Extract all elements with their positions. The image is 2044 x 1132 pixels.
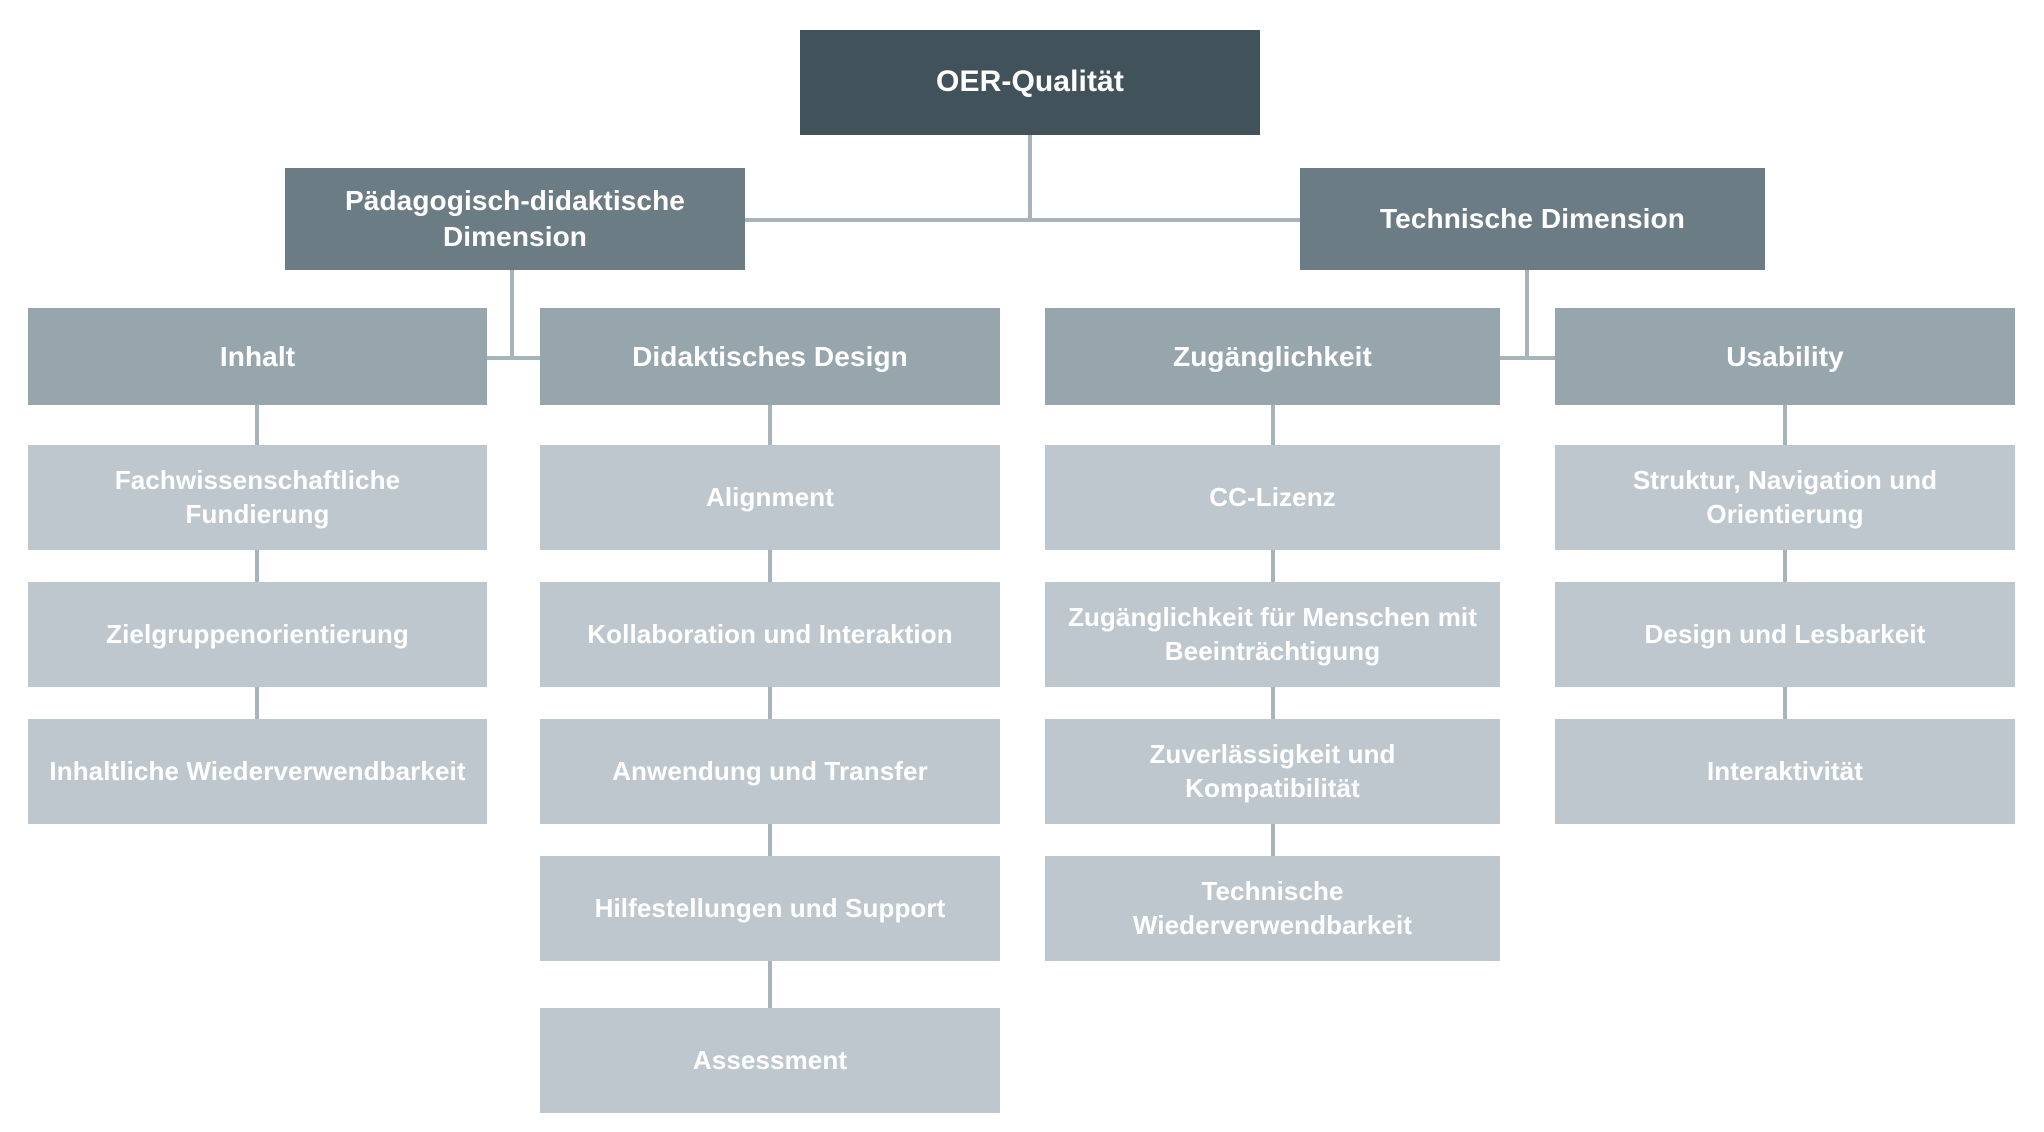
node-dimension-technisch[interactable]: Technische Dimension bbox=[1300, 168, 1765, 270]
node-root-oer-qualitaet[interactable]: OER-Qualität bbox=[800, 30, 1260, 135]
node-label: Zielgruppenorientierung bbox=[106, 618, 409, 649]
node-criterion-alignment[interactable]: Alignment bbox=[540, 445, 1000, 550]
node-category-usability[interactable]: Usability bbox=[1555, 308, 2015, 405]
node-criterion-kollaboration-und-interaktion[interactable]: Kollaboration und Interaktion bbox=[540, 582, 1000, 687]
node-label: Didaktisches Design bbox=[632, 340, 908, 372]
node-label: Interaktivität bbox=[1706, 755, 1863, 786]
connector-pedagogical-category-bar bbox=[487, 356, 543, 360]
node-criterion-inhaltliche-wiederverwendbarkeit[interactable]: Inhaltliche Wiederverwendbarkeit bbox=[28, 719, 487, 824]
node-label: Usability bbox=[1726, 340, 1844, 372]
node-criterion-anwendung-und-transfer[interactable]: Anwendung und Transfer bbox=[540, 719, 1000, 824]
node-label: CC-Lizenz bbox=[1209, 481, 1336, 512]
node-criterion-fachwissenschaftliche-fundierung[interactable]: Fachwissenschaftliche Fundierung bbox=[28, 445, 487, 550]
node-label: Assessment bbox=[692, 1044, 848, 1075]
node-criterion-cc-lizenz[interactable]: CC-Lizenz bbox=[1045, 445, 1500, 550]
node-criterion-zielgruppenorientierung[interactable]: Zielgruppenorientierung bbox=[28, 582, 487, 687]
node-label: Design und Lesbarkeit bbox=[1644, 618, 1926, 649]
node-label: Struktur, Navigation und Orientierung bbox=[1632, 465, 1938, 529]
node-label: Pädagogisch-didaktische Dimension bbox=[345, 185, 685, 252]
node-label: Hilfestellungen und Support bbox=[594, 892, 946, 923]
node-category-zugaenglichkeit[interactable]: Zugänglichkeit bbox=[1045, 308, 1500, 405]
node-criterion-interaktivitaet[interactable]: Interaktivität bbox=[1555, 719, 2015, 824]
node-criterion-zugaenglichkeit-fuer-menschen-mit-beeintraechtigung[interactable]: Zugänglichkeit für Menschen mit Beeinträ… bbox=[1045, 582, 1500, 687]
node-label: Zuverlässigkeit und Kompatibilität bbox=[1149, 739, 1396, 803]
node-criterion-technische-wiederverwendbarkeit[interactable]: Technische Wiederverwendbarkeit bbox=[1045, 856, 1500, 961]
node-criterion-assessment[interactable]: Assessment bbox=[540, 1008, 1000, 1113]
connector-technical-stem bbox=[1525, 270, 1529, 360]
connector-spine-usability bbox=[1783, 405, 1787, 735]
node-criterion-zuverlaessigkeit-und-kompatibilitaet[interactable]: Zuverlässigkeit und Kompatibilität bbox=[1045, 719, 1500, 824]
node-label: Zugänglichkeit bbox=[1173, 340, 1372, 372]
connector-pedagogical-stem bbox=[510, 270, 514, 360]
node-label: Kollaboration und Interaktion bbox=[587, 618, 953, 649]
connector-technical-category-bar bbox=[1500, 356, 1558, 360]
node-criterion-hilfestellungen-und-support[interactable]: Hilfestellungen und Support bbox=[540, 856, 1000, 961]
connector-root-stem bbox=[1028, 135, 1032, 222]
node-category-didaktisches-design[interactable]: Didaktisches Design bbox=[540, 308, 1000, 405]
node-dimension-paedagogisch-didaktisch[interactable]: Pädagogisch-didaktische Dimension bbox=[285, 168, 745, 270]
node-category-inhalt[interactable]: Inhalt bbox=[28, 308, 487, 405]
node-criterion-struktur-navigation-und-orientierung[interactable]: Struktur, Navigation und Orientierung bbox=[1555, 445, 2015, 550]
node-label: Technische Dimension bbox=[1380, 203, 1685, 235]
node-label: Technische Wiederverwendbarkeit bbox=[1132, 876, 1413, 940]
node-label: OER-Qualität bbox=[936, 65, 1124, 99]
node-label: Fachwissenschaftliche Fundierung bbox=[114, 465, 401, 529]
node-label: Alignment bbox=[705, 481, 834, 512]
node-label: Inhaltliche Wiederverwendbarkeit bbox=[49, 755, 466, 786]
node-label: Zugänglichkeit für Menschen mit Beeinträ… bbox=[1067, 602, 1478, 666]
connector-spine-didaktisches-design bbox=[768, 405, 772, 1010]
node-label: Inhalt bbox=[219, 340, 296, 372]
connector-spine-inhalt bbox=[255, 405, 259, 735]
node-criterion-design-und-lesbarkeit[interactable]: Design und Lesbarkeit bbox=[1555, 582, 2015, 687]
connector-dimension-bar bbox=[745, 218, 1301, 222]
node-label: Anwendung und Transfer bbox=[612, 755, 928, 786]
